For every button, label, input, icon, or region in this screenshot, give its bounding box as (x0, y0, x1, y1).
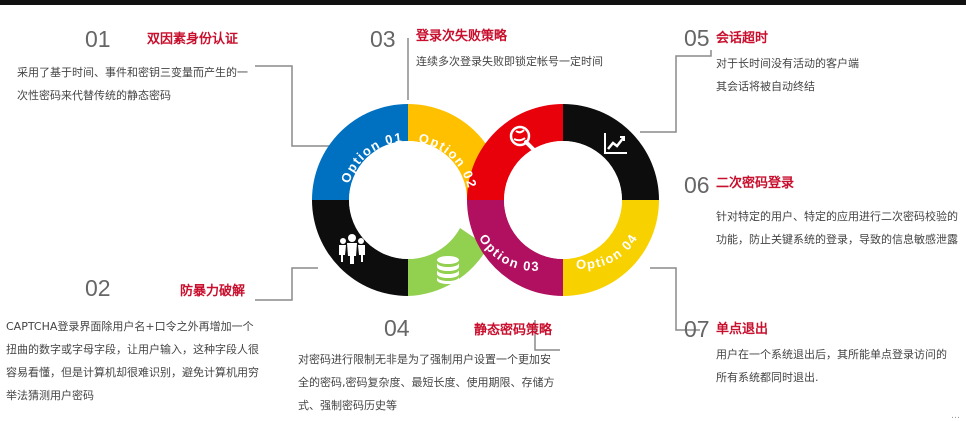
database-icon (437, 256, 459, 284)
item-03-number: 03 (370, 26, 396, 52)
segment-blue (312, 104, 408, 200)
item-06-number: 06 (684, 172, 710, 198)
connector-04 (534, 320, 560, 351)
item-03-description: 连续多次登录失败即锁定帐号一定时间 (416, 55, 603, 68)
item-05-description: 对于长时间没有活动的客户端其会话将被自动终结 (716, 57, 859, 93)
item-02-title: 防暴力破解 (180, 284, 246, 299)
connector-07 (650, 267, 700, 331)
chart-trend-icon (604, 133, 627, 154)
segment-magenta (467, 200, 563, 296)
connector-05 (640, 50, 712, 133)
globe-search-icon (509, 125, 535, 151)
item-01-number: 01 (85, 26, 111, 52)
item-04-title: 静态密码策略 (474, 323, 553, 338)
item-05-title: 会话超时 (716, 31, 769, 46)
connector-02 (255, 267, 318, 301)
watermark: … (951, 411, 960, 421)
top-border (0, 0, 966, 5)
item-01-description: 采用了基于时间、事件和密钥三变量而产生的一次性密码来代替传统的静态密码 (17, 66, 248, 102)
item-04-description: 对密码进行限制无非是为了强制用户设置一个更加安全的密码,密码复杂度、最短长度、使… (298, 353, 555, 412)
item-07-number: 07 (684, 316, 710, 342)
right-hole (504, 141, 622, 259)
segment-gold (563, 200, 659, 296)
left-hole (349, 141, 467, 259)
item-05-number: 05 (684, 25, 710, 51)
segment-red (467, 104, 563, 200)
item-07-title: 单点退出 (716, 322, 769, 337)
item-04-number: 04 (384, 315, 410, 341)
users-icon (339, 234, 365, 264)
item-01-title: 双因素身份认证 (147, 32, 239, 47)
item-07-description: 用户在一个系统退出后，其所能单点登录访问的所有系统都同时退出. (716, 348, 947, 384)
item-03-title: 登录次失败策略 (416, 29, 508, 44)
connector-lines (255, 38, 712, 351)
item-02-description: CAPTCHA登录界面除用户名+口令之外再增加一个扭曲的数字或字母字段，让用户输… (6, 320, 259, 402)
connector-01 (255, 65, 330, 147)
item-06-title: 二次密码登录 (716, 176, 795, 191)
item-06-description: 针对特定的用户、特定的应用进行二次密码校验的功能，防止关键系统的登录，导致的信息… (716, 210, 958, 246)
item-02-number: 02 (85, 275, 111, 301)
